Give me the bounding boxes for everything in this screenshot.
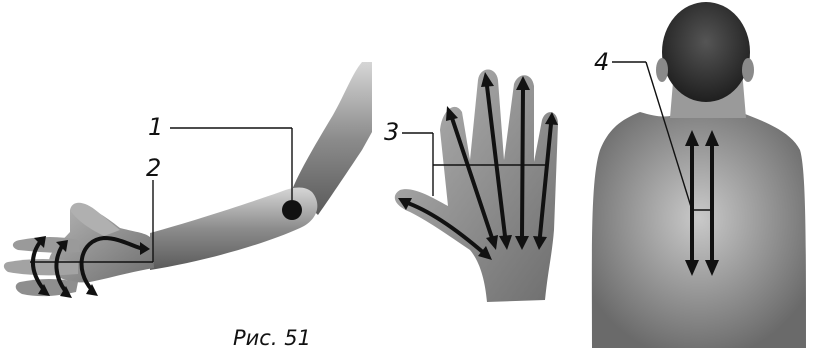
label-1: 1 [148, 113, 163, 141]
label-4: 4 [594, 48, 609, 76]
point-marker [282, 200, 302, 220]
ear-left [656, 58, 668, 82]
finger [13, 237, 80, 253]
head [662, 2, 750, 102]
figure-caption: Рис. 51 [233, 326, 311, 348]
torso [592, 112, 806, 348]
hand-illustration [395, 70, 558, 303]
label-3: 3 [384, 118, 399, 146]
ear-right [742, 58, 754, 82]
back-illustration [592, 2, 806, 348]
label-2: 2 [146, 154, 161, 182]
